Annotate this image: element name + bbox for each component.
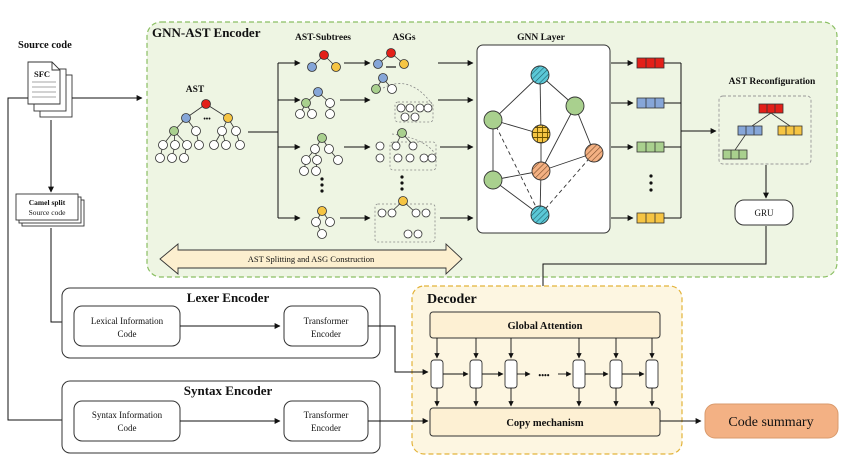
copy-mechanism-label: Copy mechanism [506, 418, 584, 429]
source-file-label: SFC [34, 69, 50, 79]
embedding-merge-arrows [664, 62, 717, 219]
asg-to-gnn-arrows [438, 60, 474, 221]
ast-splitting-double-arrow [159, 242, 463, 276]
gnn-graph [483, 65, 604, 225]
ast-reconfiguration-label: AST Reconfiguration [729, 77, 816, 87]
ast-reconfiguration-box [718, 95, 812, 165]
camel-split-label-1: Camel split [29, 198, 66, 207]
camel-split-icon [15, 193, 85, 227]
subtree-to-asg-arrows [340, 60, 371, 221]
code-summary-box [704, 403, 839, 439]
subtree-4 [311, 206, 335, 239]
gru-box [734, 199, 794, 226]
syntax-transformer-box [283, 400, 369, 442]
source-connectors [7, 95, 143, 423]
ast-splitting-label: AST Splitting and ASG Construction [248, 254, 375, 264]
lexical-information-label-2: Code [118, 329, 137, 339]
decoder-arrows [434, 338, 655, 407]
subtree-2 [295, 87, 335, 119]
decoder-dots: •••• [538, 371, 549, 380]
asg-3 [375, 128, 437, 171]
global-attention-box [429, 311, 661, 339]
source-code-heading: Source code [18, 40, 72, 51]
gru-label: GRU [754, 208, 774, 218]
ast-label: AST [186, 85, 205, 95]
asgs-label: ASGs [392, 33, 416, 43]
asg-4 [374, 196, 436, 243]
code-summary-label: Code summary [728, 415, 813, 430]
gnn-ast-encoder-title: GNN-AST Encoder [152, 25, 261, 40]
lexer-transformer-box [283, 305, 369, 347]
asg-vertical-dots [400, 175, 404, 191]
lexical-information-label-1: Lexical Information [91, 316, 164, 326]
ast-subtrees-label: AST-Subtrees [295, 33, 351, 43]
embedding-vertical-dots [649, 174, 653, 192]
gnn-layer-label: GNN Layer [517, 33, 566, 43]
source-file-icon [27, 61, 73, 118]
subtree-fan-arrows [248, 60, 301, 221]
subtree-3 [299, 133, 343, 176]
asg-1 [373, 48, 409, 69]
gnn-to-embedding-arrows [611, 60, 634, 221]
syntax-transformer-label-2: Encoder [311, 423, 341, 433]
syntax-information-box [73, 400, 181, 442]
copy-mechanism-box [429, 407, 661, 437]
lexer-transformer-label-1: Transformer [304, 316, 349, 326]
subtree-1 [307, 50, 341, 72]
lexer-transformer-label-2: Encoder [311, 329, 341, 339]
syntax-transformer-label-1: Transformer [304, 410, 349, 420]
gru-to-decoder-arrow [540, 226, 767, 308]
reconfigured-tree [722, 103, 803, 160]
syntax-information-label-2: Code [118, 423, 137, 433]
ast-tree [155, 99, 245, 163]
global-attention-label: Global Attention [508, 321, 583, 332]
asg-2 [371, 73, 434, 123]
embedding-vectors [636, 57, 665, 224]
camel-split-label-2: Source code [29, 208, 67, 217]
syntax-information-label-1: Syntax Information [92, 410, 163, 420]
lexer-encoder-title: Lexer Encoder [187, 290, 270, 305]
lexical-information-box [73, 305, 181, 347]
syntax-encoder-title: Syntax Encoder [184, 383, 273, 398]
ast-ellipsis: ••• [203, 115, 211, 123]
encoder-to-decoder-arrows [368, 325, 702, 424]
subtree-vertical-dots [320, 177, 324, 193]
decoder-title: Decoder [427, 292, 477, 307]
